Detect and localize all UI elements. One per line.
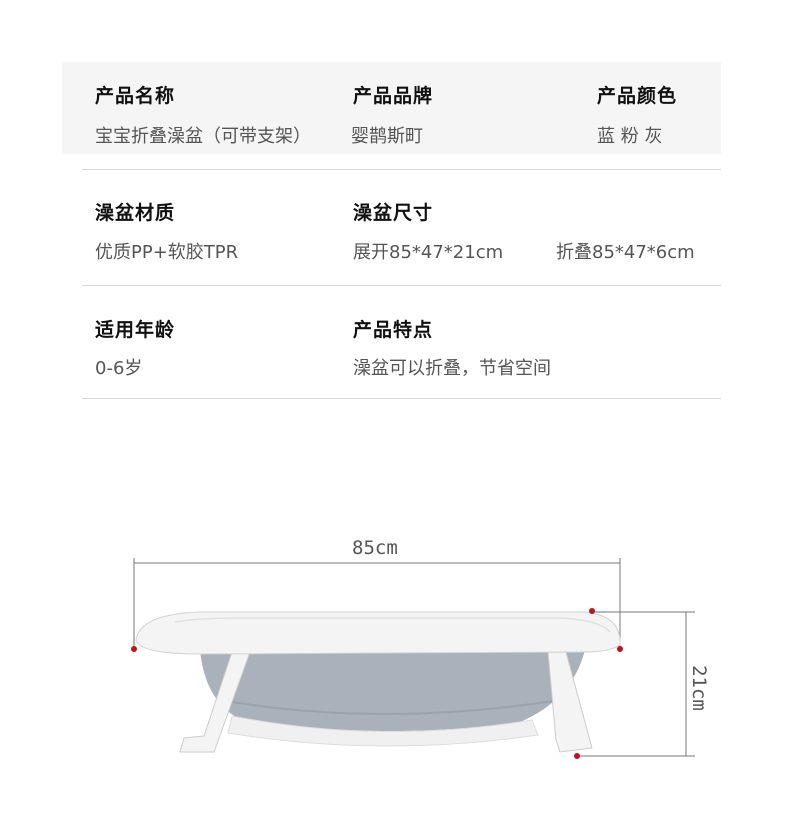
product-name-label: 产品名称 bbox=[95, 85, 176, 107]
row-divider bbox=[82, 169, 721, 170]
size-folded-value: 折叠85*47*6cm bbox=[556, 242, 695, 263]
product-brand-value: 婴鹊斯町 bbox=[351, 126, 423, 147]
row-divider bbox=[82, 285, 721, 286]
material-value: 优质PP+软胶TPR bbox=[95, 242, 239, 263]
dimension-lines bbox=[133, 558, 695, 757]
tub-rim bbox=[135, 611, 621, 655]
size-open-value: 展开85*47*21cm bbox=[353, 242, 504, 263]
tub-base bbox=[227, 715, 539, 747]
size-label: 澡盆尺寸 bbox=[353, 202, 434, 224]
product-color-label: 产品颜色 bbox=[597, 85, 678, 107]
feature-label: 产品特点 bbox=[353, 319, 434, 341]
product-color-value: 蓝 粉 灰 bbox=[597, 126, 663, 147]
dimension-markers bbox=[131, 608, 623, 759]
product-brand-label: 产品品牌 bbox=[353, 85, 434, 107]
feature-value: 澡盆可以折叠，节省空间 bbox=[353, 358, 551, 379]
right-leg bbox=[547, 651, 593, 753]
age-value: 0-6岁 bbox=[95, 358, 143, 379]
tub-body bbox=[200, 650, 585, 732]
age-label: 适用年龄 bbox=[95, 319, 176, 341]
row-divider bbox=[82, 398, 721, 399]
spec-panel-highlight bbox=[62, 62, 721, 154]
height-dimension-label: 21cm bbox=[687, 665, 710, 711]
width-dimension-label: 85cm bbox=[352, 537, 398, 559]
product-name-value: 宝宝折叠澡盆（可带支架） bbox=[95, 126, 311, 147]
material-label: 澡盆材质 bbox=[95, 202, 176, 224]
